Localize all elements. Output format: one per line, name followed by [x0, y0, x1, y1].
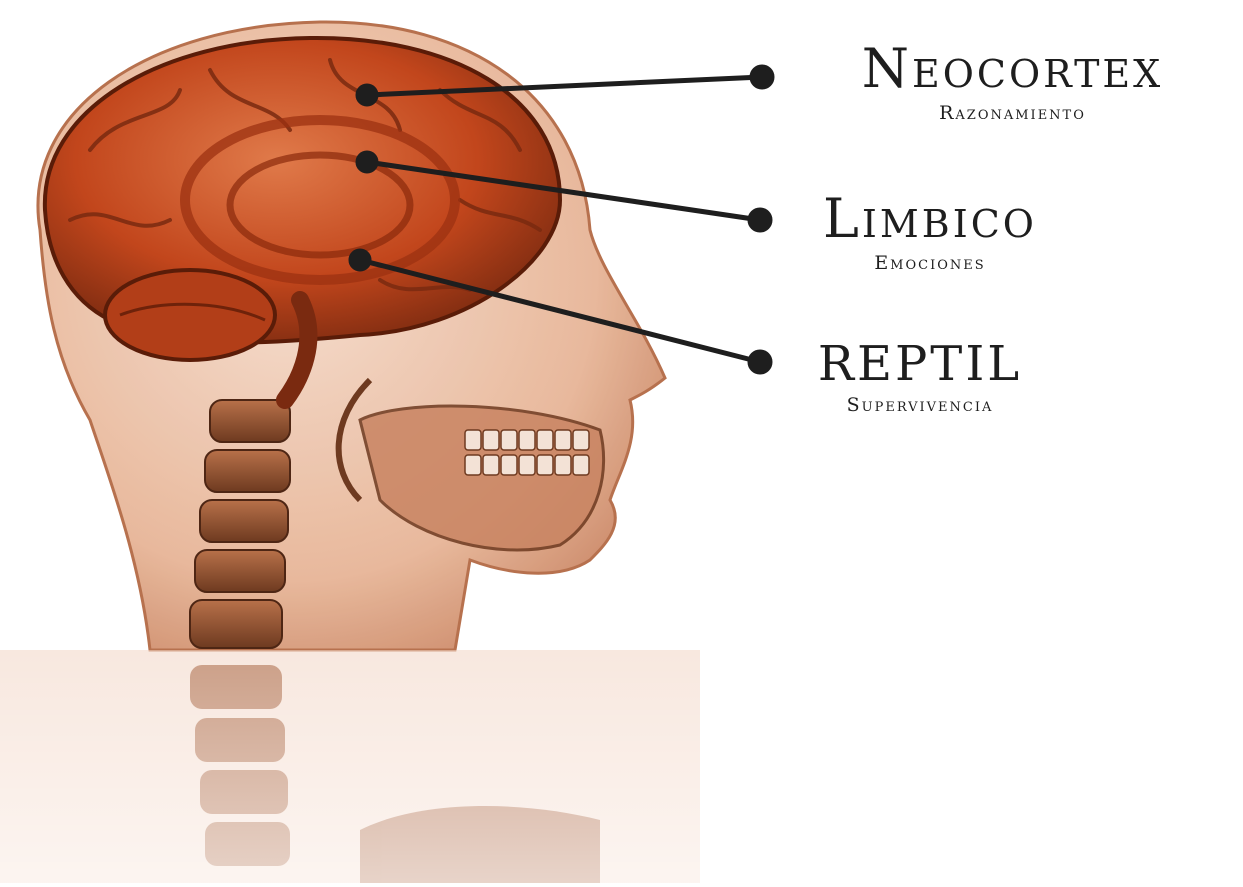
leader-dot [358, 86, 376, 104]
label-subtitle: Emociones [775, 254, 1085, 273]
label-title: Limbico [775, 192, 1085, 246]
leader-dot [351, 251, 369, 269]
leader-dot [752, 67, 772, 87]
label-neocortex: Neocortex Razonamiento [790, 42, 1235, 123]
leader-dot [358, 153, 376, 171]
leader-dot [750, 210, 770, 230]
leader-dot [750, 352, 770, 372]
label-title: REPTIL [775, 340, 1065, 388]
label-subtitle: Supervivencia [775, 396, 1065, 415]
label-reptil: REPTIL Supervivencia [775, 340, 1065, 415]
label-subtitle: Razonamiento [790, 104, 1235, 123]
label-limbico: Limbico Emociones [775, 192, 1085, 273]
label-title: Neocortex [790, 42, 1235, 96]
